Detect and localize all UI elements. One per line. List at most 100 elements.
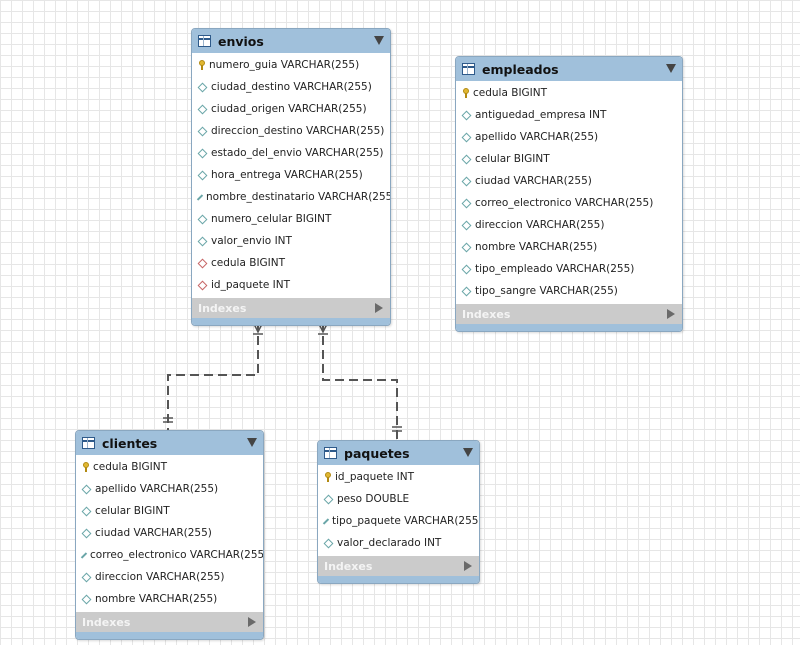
column-row[interactable]: nombre VARCHAR(255) [76, 588, 263, 610]
column-row[interactable]: apellido VARCHAR(255) [76, 478, 263, 500]
column-icon [461, 176, 472, 186]
relationship-envios-clientes[interactable] [167, 322, 259, 432]
table-icon [198, 35, 211, 47]
table-paquetes[interactable]: paquetes id_paquete INT peso DOUBLE tipo… [317, 440, 480, 584]
column-label: tipo_sangre VARCHAR(255) [475, 285, 618, 297]
column-row[interactable]: apellido VARCHAR(255) [456, 126, 682, 148]
table-icon [324, 447, 337, 459]
column-label: numero_celular BIGINT [211, 213, 332, 225]
column-label: celular BIGINT [95, 505, 170, 517]
column-icon [461, 110, 472, 120]
column-icon [81, 572, 92, 582]
indexes-section[interactable]: Indexes [318, 556, 479, 576]
column-icon [323, 538, 334, 548]
column-row[interactable]: ciudad_origen VARCHAR(255) [192, 98, 390, 120]
indexes-section[interactable]: Indexes [456, 304, 682, 324]
column-row[interactable]: numero_guia VARCHAR(255) [192, 54, 390, 76]
table-header[interactable]: paquetes [318, 441, 479, 465]
column-icon [81, 594, 92, 604]
column-label: hora_entrega VARCHAR(255) [211, 169, 363, 181]
column-label: correo_electronico VARCHAR(255) [90, 549, 264, 561]
expand-arrow-icon[interactable] [375, 303, 383, 313]
column-row[interactable]: tipo_empleado VARCHAR(255) [456, 258, 682, 280]
column-icon [461, 198, 472, 208]
column-label: ciudad_origen VARCHAR(255) [211, 103, 367, 115]
expand-arrow-icon[interactable] [667, 309, 675, 319]
indexes-section[interactable]: Indexes [192, 298, 390, 318]
column-row[interactable]: nombre VARCHAR(255) [456, 236, 682, 258]
collapse-arrow-icon[interactable] [463, 448, 473, 457]
column-row[interactable]: correo_electronico VARCHAR(255) [456, 192, 682, 214]
column-label: numero_guia VARCHAR(255) [209, 59, 360, 71]
column-row[interactable]: nombre_destinatario VARCHAR(255) [192, 186, 390, 208]
column-icon [196, 193, 204, 201]
one-mandatory-icon [392, 426, 402, 432]
indexes-label: Indexes [198, 301, 247, 315]
table-header[interactable]: empleados [456, 57, 682, 81]
column-row[interactable]: tipo_sangre VARCHAR(255) [456, 280, 682, 302]
column-row[interactable]: celular BIGINT [76, 500, 263, 522]
column-row[interactable]: peso DOUBLE [318, 488, 479, 510]
column-label: nombre VARCHAR(255) [475, 241, 598, 253]
column-label: valor_declarado INT [337, 537, 442, 549]
column-row[interactable]: celular BIGINT [456, 148, 682, 170]
column-row[interactable]: direccion_destino VARCHAR(255) [192, 120, 390, 142]
column-label: nombre_destinatario VARCHAR(255) [206, 191, 391, 203]
column-label: apellido VARCHAR(255) [95, 483, 219, 495]
column-label: direccion VARCHAR(255) [475, 219, 605, 231]
column-row[interactable]: id_paquete INT [192, 274, 390, 296]
column-icon [197, 148, 208, 158]
relationship-envios-paquetes[interactable] [322, 322, 398, 441]
column-row[interactable]: ciudad VARCHAR(255) [76, 522, 263, 544]
column-icon [461, 132, 472, 142]
column-icon [197, 236, 208, 246]
column-icon [81, 484, 92, 494]
column-row[interactable]: id_paquete INT [318, 466, 479, 488]
column-icon [81, 528, 92, 538]
column-row[interactable]: correo_electronico VARCHAR(255) [76, 544, 263, 566]
column-row[interactable]: valor_declarado INT [318, 532, 479, 554]
column-row[interactable]: numero_celular BIGINT [192, 208, 390, 230]
column-row[interactable]: cedula BIGINT [456, 82, 682, 104]
table-header[interactable]: envios [192, 29, 390, 53]
column-label: tipo_empleado VARCHAR(255) [475, 263, 635, 275]
column-label: direccion_destino VARCHAR(255) [211, 125, 385, 137]
column-row[interactable]: hora_entrega VARCHAR(255) [192, 164, 390, 186]
table-header[interactable]: clientes [76, 431, 263, 455]
column-row[interactable]: estado_del_envio VARCHAR(255) [192, 142, 390, 164]
column-icon [461, 264, 472, 274]
expand-arrow-icon[interactable] [248, 617, 256, 627]
collapse-arrow-icon[interactable] [247, 438, 257, 447]
column-row[interactable]: cedula BIGINT [192, 252, 390, 274]
indexes-section[interactable]: Indexes [76, 612, 263, 632]
foreign-key-icon [197, 258, 208, 268]
column-row[interactable]: antiguedad_empresa INT [456, 104, 682, 126]
table-title: empleados [482, 61, 559, 77]
table-bottom-bar [76, 632, 263, 639]
table-empleados[interactable]: empleados cedula BIGINT antiguedad_empre… [455, 56, 683, 332]
column-row[interactable]: cedula BIGINT [76, 456, 263, 478]
collapse-arrow-icon[interactable] [374, 36, 384, 45]
collapse-arrow-icon[interactable] [666, 64, 676, 73]
column-icon [197, 104, 208, 114]
column-row[interactable]: tipo_paquete VARCHAR(255) [318, 510, 479, 532]
column-row[interactable]: ciudad VARCHAR(255) [456, 170, 682, 192]
column-row[interactable]: direccion VARCHAR(255) [456, 214, 682, 236]
table-bottom-bar [318, 576, 479, 583]
foreign-key-icon [197, 280, 208, 290]
primary-key-icon [83, 462, 89, 472]
table-clientes[interactable]: clientes cedula BIGINT apellido VARCHAR(… [75, 430, 264, 640]
indexes-label: Indexes [462, 307, 511, 321]
column-row[interactable]: direccion VARCHAR(255) [76, 566, 263, 588]
column-icon [81, 506, 92, 516]
table-envios[interactable]: envios numero_guia VARCHAR(255) ciudad_d… [191, 28, 391, 326]
column-icon [197, 170, 208, 180]
expand-arrow-icon[interactable] [464, 561, 472, 571]
column-row[interactable]: valor_envio INT [192, 230, 390, 252]
column-row[interactable]: ciudad_destino VARCHAR(255) [192, 76, 390, 98]
indexes-label: Indexes [82, 615, 131, 629]
column-label: cedula BIGINT [93, 461, 168, 473]
column-list: cedula BIGINT apellido VARCHAR(255) celu… [76, 455, 263, 612]
column-icon [461, 220, 472, 230]
